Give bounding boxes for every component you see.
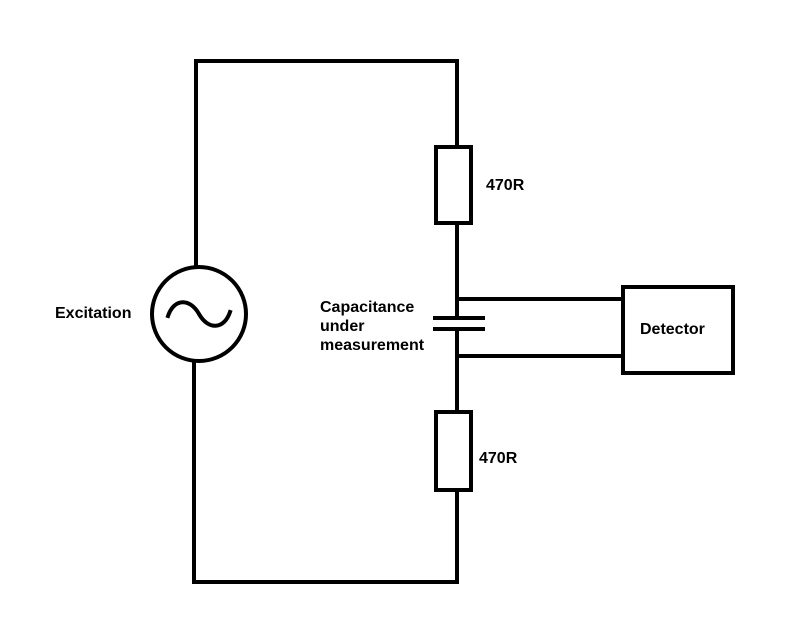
resistor-top xyxy=(434,145,473,225)
excitation-label: Excitation xyxy=(55,305,131,322)
detector-box xyxy=(621,285,735,375)
capacitor-label-line1: Capacitance xyxy=(320,299,414,316)
resistor-top-label: 470R xyxy=(486,177,525,194)
detector-label: Detector xyxy=(640,321,705,338)
capacitor-label-line2: under xyxy=(320,318,364,335)
capacitor-label-line3: measurement xyxy=(320,337,425,354)
resistor-bottom xyxy=(434,410,473,492)
ac-sine-source-icon xyxy=(150,265,248,363)
resistor-bottom-label: 470R xyxy=(479,450,518,467)
